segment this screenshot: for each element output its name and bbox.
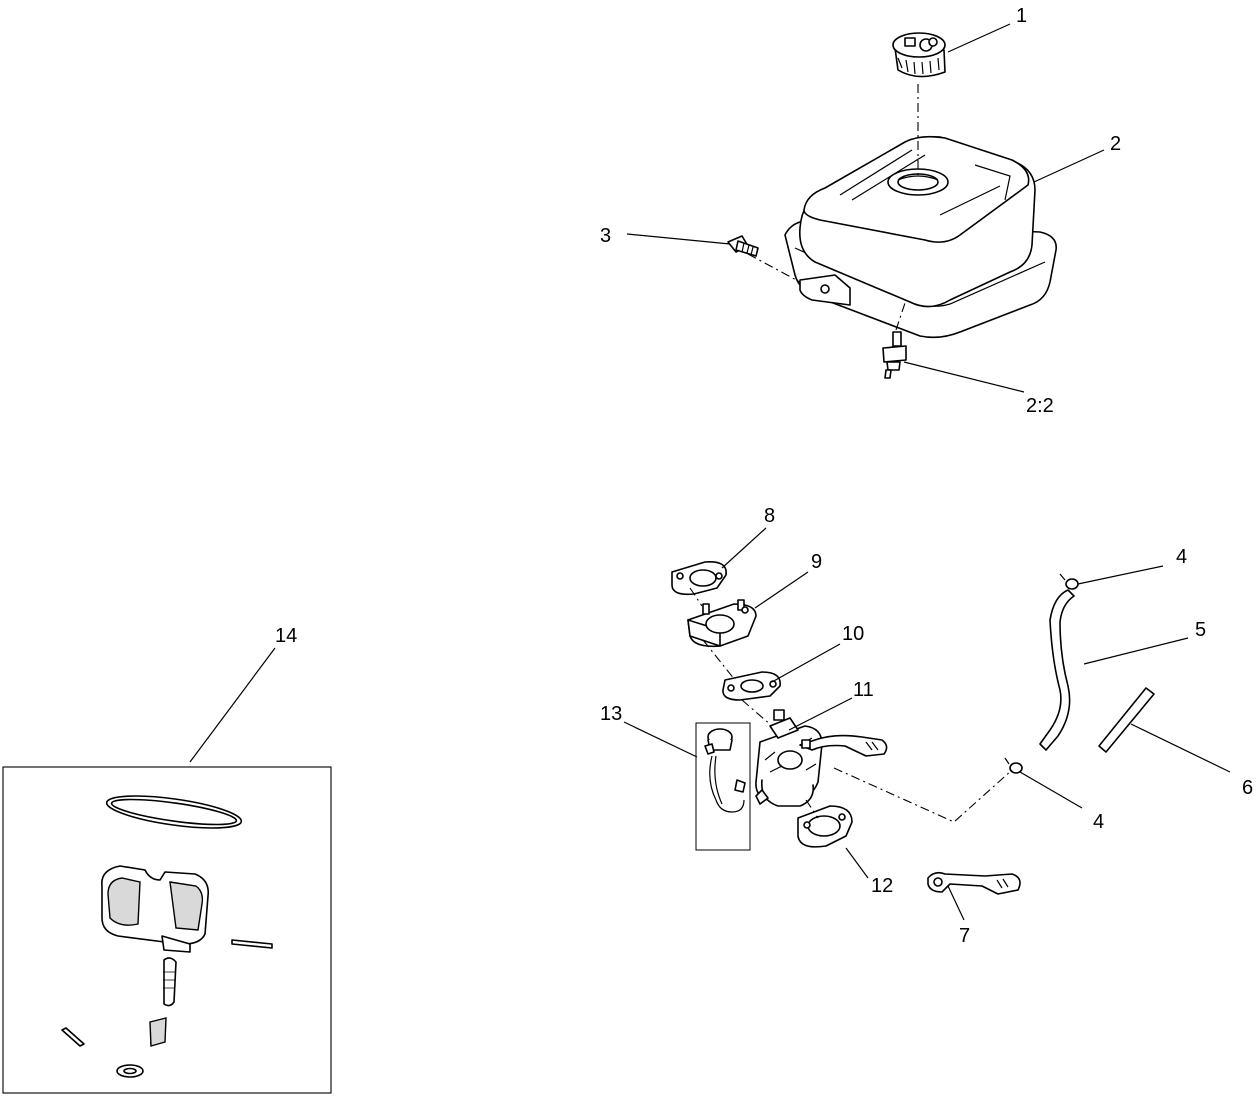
callout-5: 5 bbox=[1195, 619, 1206, 641]
callout-9: 9 bbox=[811, 551, 822, 573]
callout-7: 7 bbox=[959, 925, 970, 947]
hose-clamp-upper bbox=[1059, 573, 1079, 590]
callout-14: 14 bbox=[275, 625, 297, 647]
callout-8: 8 bbox=[764, 505, 775, 527]
insulator-gasket-lower bbox=[797, 805, 853, 848]
callout-13: 13 bbox=[600, 703, 622, 725]
callout-10: 10 bbox=[842, 623, 864, 645]
carburetor-repair-kit bbox=[2, 766, 332, 1094]
primer-assembly bbox=[704, 728, 746, 813]
insulator-gasket-upper bbox=[671, 560, 727, 596]
throttle-link bbox=[927, 871, 1021, 895]
fuel-line bbox=[1039, 589, 1075, 751]
callout-2: 2 bbox=[1110, 133, 1121, 155]
carburetor-gasket bbox=[722, 671, 781, 701]
fuel-shutoff-valve bbox=[882, 331, 907, 379]
carburetor-insulator bbox=[687, 599, 757, 648]
callout-2-2: 2:2 bbox=[1026, 395, 1054, 417]
flange-bolt bbox=[727, 235, 759, 257]
carburetor bbox=[755, 709, 888, 807]
callout-12: 12 bbox=[871, 875, 893, 897]
callout-6: 6 bbox=[1242, 777, 1253, 799]
callout-3: 3 bbox=[600, 225, 611, 247]
callout-4-top: 4 bbox=[1176, 546, 1187, 568]
callout-11: 11 bbox=[853, 679, 874, 701]
leader-lines bbox=[189, 23, 1231, 921]
assembly-lines bbox=[689, 84, 1013, 823]
callout-4-bottom: 4 bbox=[1093, 811, 1104, 833]
hose-clamp-lower bbox=[1004, 757, 1023, 774]
callout-1: 1 bbox=[1016, 5, 1027, 27]
fuel-line-sleeve bbox=[1098, 687, 1155, 753]
fuel-tank bbox=[784, 135, 1057, 339]
callout-labels: 1 2 3 2:2 8 9 10 11 13 12 7 4 4 5 6 14 bbox=[275, 5, 1253, 947]
fuel-cap bbox=[892, 32, 946, 78]
